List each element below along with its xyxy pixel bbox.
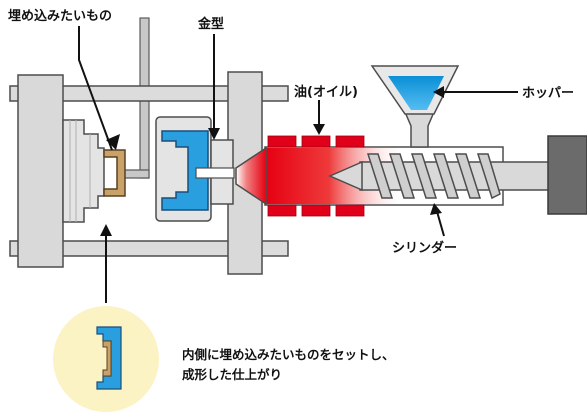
hopper-neck xyxy=(403,111,436,148)
insert-arrowhead xyxy=(106,134,120,150)
screw-tip xyxy=(328,160,363,192)
left-mold-mount xyxy=(62,119,105,223)
cylinder-arrowhead xyxy=(430,203,442,215)
nozzle xyxy=(235,146,267,206)
label-cylinder: シリンダー xyxy=(392,240,457,256)
left-mold-mount-ridges xyxy=(69,120,91,222)
screw-flights xyxy=(366,153,501,200)
mold-arrowhead xyxy=(208,128,220,140)
label-hopper: ホッパー xyxy=(522,86,574,101)
caption-line-2: 成形した仕上がり xyxy=(182,367,282,382)
result-arrowhead xyxy=(100,224,112,236)
label-oil: 油(オイル) xyxy=(294,84,358,100)
insert-leader xyxy=(78,26,113,151)
insert-part xyxy=(103,149,126,197)
result-circle xyxy=(53,306,159,412)
result-insert xyxy=(102,340,112,377)
heater-bands xyxy=(267,135,365,217)
left-platen xyxy=(17,74,64,268)
caption-line-1: 内側に埋め込みたいものをセットし、 xyxy=(182,347,395,362)
oil-arrowhead xyxy=(313,124,325,135)
mold-blue xyxy=(161,130,209,211)
hopper-arrowhead xyxy=(433,86,444,98)
drive-block xyxy=(547,135,587,215)
label-insert: 埋め込みたいもの xyxy=(8,8,112,24)
sprue xyxy=(195,167,235,179)
tie-bar-bottom xyxy=(9,240,289,257)
label-mold: 金型 xyxy=(197,16,224,32)
tie-bar-top xyxy=(9,85,289,102)
hopper-resin xyxy=(388,76,444,110)
